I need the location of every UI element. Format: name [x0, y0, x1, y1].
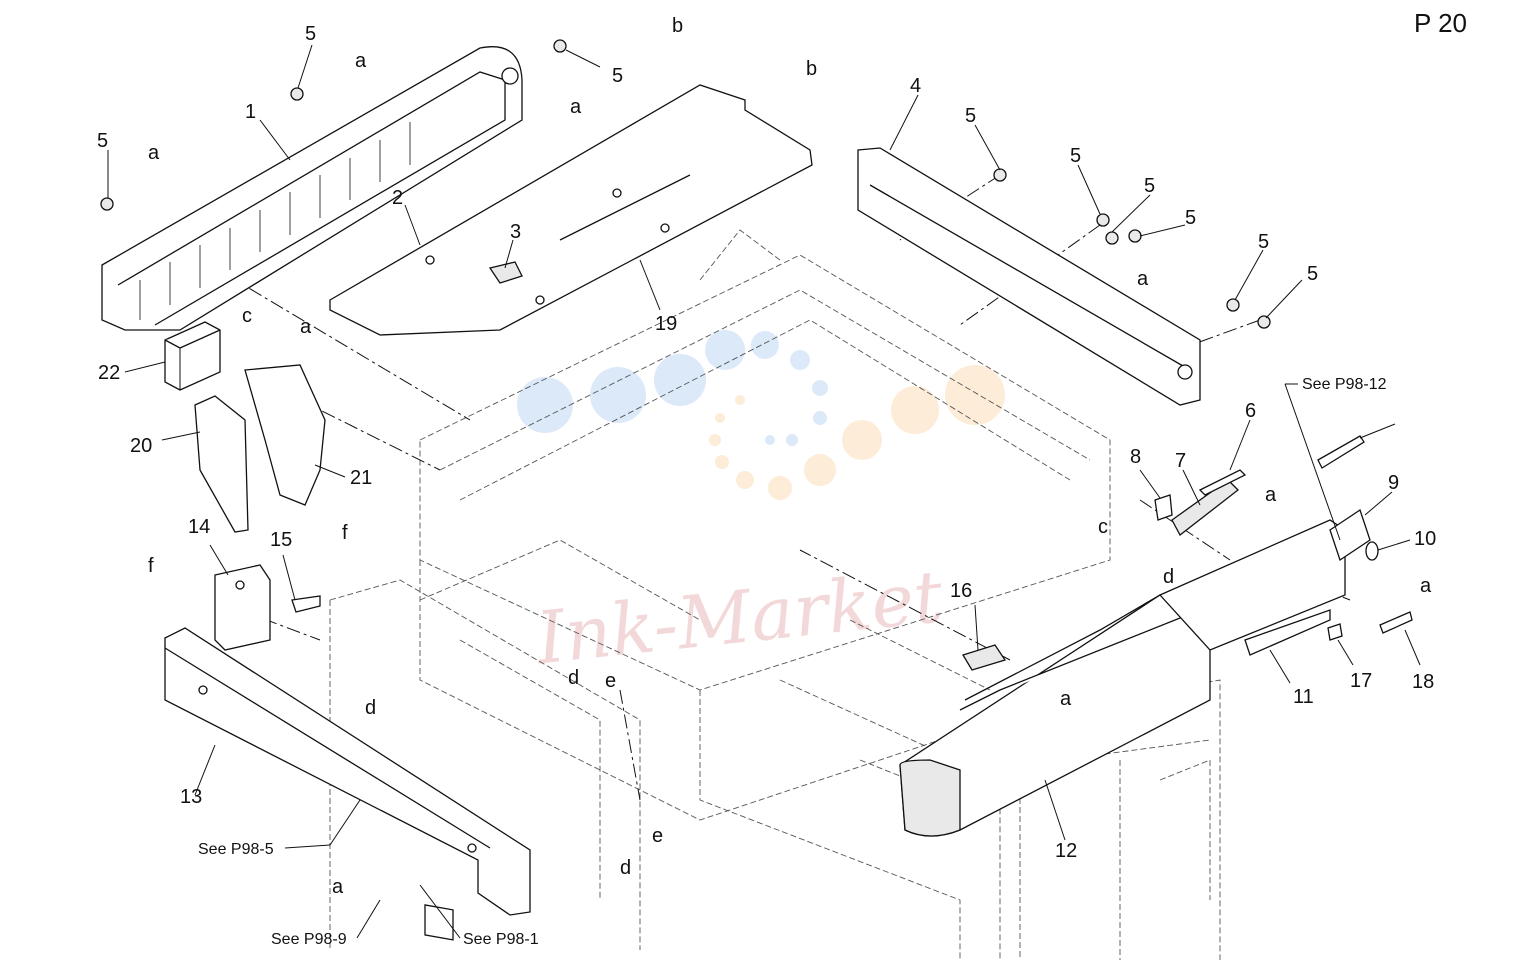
- part-15-bracket: [291, 595, 321, 613]
- part-5-fasteners: [100, 39, 1271, 329]
- label-2: 2: [392, 187, 403, 209]
- label-d: d: [568, 667, 579, 689]
- label-5: 5: [1185, 207, 1196, 229]
- part-11-right-rail: [1158, 519, 1346, 656]
- label-f: f: [342, 522, 348, 544]
- part-labels: 1 2 3 4 5 5 5 5 5 5 5 5 5 6 7 8 9 10 11 …: [97, 15, 1436, 898]
- label-11: 11: [1293, 686, 1314, 708]
- part-21-duct: [244, 364, 326, 506]
- label-21: 21: [350, 467, 372, 489]
- part-3-small-bracket: [488, 261, 523, 284]
- label-22: 22: [98, 362, 120, 384]
- label-10: 10: [1414, 528, 1436, 550]
- label-5: 5: [97, 130, 108, 152]
- label-a: a: [570, 96, 582, 118]
- svg-text:Ink-Market: Ink-Market: [530, 554, 947, 680]
- label-5: 5: [1070, 145, 1081, 167]
- label-5: 5: [965, 105, 976, 127]
- part-13-front-lower-cover: [164, 627, 531, 941]
- watermark: Ink-Market: [517, 330, 1005, 680]
- label-a: a: [1137, 268, 1149, 290]
- label-3: 3: [510, 221, 521, 243]
- ref-see-p98-9: See P98-9: [271, 931, 347, 948]
- label-18: 18: [1412, 671, 1434, 693]
- part-6-plate: [1198, 469, 1247, 496]
- label-14: 14: [188, 516, 210, 538]
- label-17: 17: [1350, 670, 1372, 692]
- label-a: a: [355, 50, 367, 72]
- main-frame-outline: [329, 229, 1221, 960]
- part-9-rod: [1317, 423, 1396, 562]
- label-19: 19: [655, 313, 677, 335]
- label-a: a: [148, 142, 160, 164]
- label-a: a: [1060, 688, 1072, 710]
- label-b: b: [672, 15, 683, 37]
- label-5: 5: [305, 23, 316, 45]
- reference-labels: See P98-12 See P98-5 See P98-9 See P98-1: [198, 376, 1387, 948]
- part-12-right-front-cover: [899, 594, 1211, 837]
- label-8: 8: [1130, 446, 1141, 468]
- ref-see-p98-12: See P98-12: [1302, 376, 1387, 393]
- label-c: c: [242, 305, 252, 327]
- page-number: P 20: [1413, 8, 1467, 38]
- label-16: 16: [950, 580, 972, 602]
- label-f: f: [148, 555, 154, 577]
- part-8-clip: [1154, 494, 1173, 521]
- part-1-grille-cover: [101, 46, 523, 331]
- label-15: 15: [270, 529, 292, 551]
- part-19-frame-lines: [639, 259, 661, 311]
- part-10-washer: [1365, 541, 1379, 561]
- label-12: 12: [1055, 840, 1077, 862]
- part-17-tab: [1327, 623, 1343, 641]
- ref-see-p98-1: See P98-1: [463, 931, 539, 948]
- label-a: a: [300, 316, 312, 338]
- label-a: a: [1265, 484, 1277, 506]
- label-c: c: [1098, 516, 1108, 538]
- part-2-top-plate: [329, 84, 813, 336]
- leader-lines: [107, 44, 1421, 939]
- part-18-strip: [1379, 611, 1413, 634]
- label-a: a: [332, 876, 344, 898]
- label-13: 13: [180, 786, 202, 808]
- label-d: d: [620, 857, 631, 879]
- label-b: b: [806, 58, 817, 80]
- part-20-duct: [194, 395, 249, 533]
- label-9: 9: [1388, 472, 1399, 494]
- label-20: 20: [130, 435, 152, 457]
- label-a: a: [1420, 575, 1432, 597]
- part-22-block: [164, 321, 221, 391]
- part-16-label: [962, 644, 1007, 671]
- label-e: e: [652, 825, 663, 847]
- label-6: 6: [1245, 400, 1256, 422]
- label-5: 5: [1144, 175, 1155, 197]
- ref-see-p98-5: See P98-5: [198, 841, 274, 858]
- label-5: 5: [1307, 263, 1318, 285]
- label-d: d: [365, 697, 376, 719]
- label-d: d: [1163, 566, 1174, 588]
- label-7: 7: [1175, 450, 1186, 472]
- label-1: 1: [245, 101, 256, 123]
- label-5: 5: [612, 65, 623, 87]
- part-14-bracket: [214, 564, 271, 651]
- label-5: 5: [1258, 231, 1269, 253]
- label-4: 4: [910, 75, 921, 97]
- part-4-rear-cover: [857, 147, 1201, 406]
- label-e: e: [605, 670, 616, 692]
